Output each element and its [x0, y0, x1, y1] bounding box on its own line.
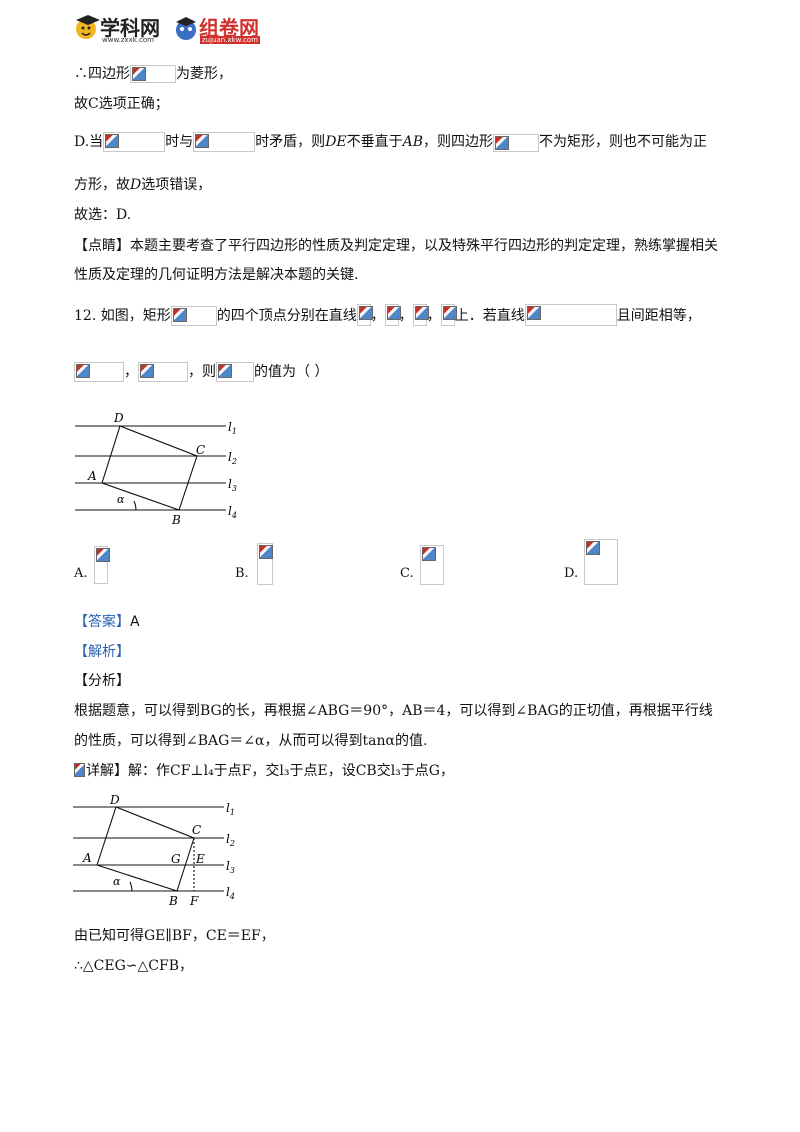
svg-text:l4: l4: [226, 885, 235, 901]
formula-image: [170, 306, 217, 326]
formula-image: [440, 304, 457, 326]
angle-alpha-arc: [129, 881, 133, 892]
zujuan-logo-icon: [176, 17, 196, 40]
fenxi-line-1: 根据题意，可以得到BG的长，再根据∠ABG＝90°，AB＝4，可以得到∠BAG的…: [74, 703, 713, 719]
label-C: C: [192, 823, 201, 837]
label-E: E: [195, 852, 205, 866]
svg-text:l2: l2: [228, 450, 237, 466]
label-A: A: [87, 469, 97, 483]
formula-image: [356, 304, 373, 326]
formula-image: [384, 304, 401, 326]
answer: 【答案】A: [74, 614, 140, 630]
fenxi-line-2: 的性质，可以得到∠BAG＝∠α，从而可以得到tanα的值.: [74, 733, 428, 749]
formula-image: [74, 762, 86, 780]
solution-line-1: 由已知可得GE∥BF，CE＝EF，: [74, 928, 275, 944]
formula-image: [103, 132, 166, 152]
label-alpha: α: [113, 875, 121, 888]
formula-image: [584, 539, 618, 585]
formula-image: [216, 362, 254, 382]
label-D: D: [109, 793, 120, 807]
angle-alpha-arc: [133, 500, 137, 511]
formula-image: [130, 65, 176, 83]
question-12-line-2: ，，则的值为（ ）: [74, 362, 328, 382]
formula-image: [193, 132, 256, 152]
xiangjie-line: 详解】解：作CF⊥l₄于点F，交l₃于点E，设CB交l₃于点G，: [74, 761, 454, 781]
formula-image: [412, 304, 429, 326]
svg-text:l4: l4: [228, 504, 237, 520]
svg-text:l2: l2: [226, 832, 235, 848]
svg-text:l1: l1: [226, 801, 235, 817]
fenxi-heading: 【分析】: [74, 673, 130, 689]
rectangle-ABCD: [101, 425, 198, 511]
svg-text:l3: l3: [226, 859, 235, 875]
line-4: 方形，故D选项错误，: [74, 177, 212, 193]
label-B: B: [168, 894, 178, 908]
question-figure: D C A B α l1 l2 l3 l4: [75, 411, 237, 527]
label-G: G: [171, 852, 181, 866]
xueke-url: www.zxxk.com: [102, 36, 154, 44]
label-C: C: [196, 443, 205, 457]
zujuan-url: zujuan.xkw.com: [200, 36, 260, 44]
dianjing-line-1: 【点睛】本题主要考查了平行四边形的性质及判定定理，以及特殊平行四边形的判定定理，…: [74, 238, 718, 254]
formula-image: [74, 362, 124, 382]
line-2: 故C选项正确；: [74, 96, 169, 112]
label-B: B: [171, 513, 181, 527]
formula-image: [420, 545, 444, 585]
label-D: D: [113, 411, 124, 425]
formula-image: [524, 304, 617, 326]
formula-image: [94, 546, 110, 584]
formula-image: [138, 362, 188, 382]
line-1: ∴四边形为菱形，: [74, 65, 232, 83]
header-logos: 学科网 www.zxxk.com 组卷网 zujuan.xkw.com: [74, 12, 274, 46]
solution-figure: D C A G E B F α l1 l2 l3 l4: [73, 793, 235, 908]
svg-text:l1: l1: [228, 420, 237, 436]
rectangle-ABCD: [96, 806, 195, 892]
xueke-logo-icon: [76, 15, 100, 39]
formula-image: [493, 134, 540, 152]
label-alpha: α: [117, 493, 125, 506]
label-A: A: [82, 851, 92, 865]
line-3: D.当时与时矛盾，则DE不垂直于AB，则四边形不为矩形，则也不可能为正: [74, 132, 708, 152]
line-5: 故选：D.: [74, 207, 132, 223]
solution-line-2: ∴△CEG∽△CFB，: [74, 958, 193, 974]
svg-text:l3: l3: [228, 477, 237, 493]
dianjing-line-2: 性质及定理的几何证明方法是解决本题的关键.: [74, 267, 359, 283]
question-12-line-1: 12. 如图，矩形的四个顶点分别在直线，，，上．若直线且间距相等，: [74, 304, 701, 326]
label-F: F: [189, 894, 199, 908]
xueke-name: 学科网: [100, 16, 160, 40]
formula-image: [257, 543, 273, 585]
jiexi-heading: 【解析】: [74, 644, 130, 660]
